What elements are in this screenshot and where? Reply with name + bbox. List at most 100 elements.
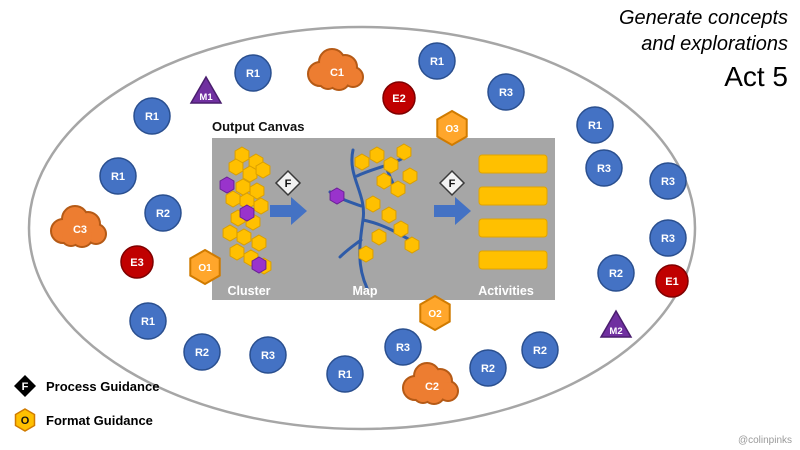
stage-label-cluster: Cluster (227, 284, 271, 298)
cluster-hexagon (225, 190, 241, 208)
flow-arrow-cluster-to-map (270, 197, 307, 225)
cloud-token: C1 (307, 48, 364, 91)
triangle-token: M2 (599, 309, 633, 338)
activity-bar (478, 154, 548, 174)
flow-arrow-map-to-activities (434, 197, 471, 225)
process-guidance-marker: F (274, 169, 302, 197)
cluster-hexagon (228, 158, 244, 176)
cluster-hexagon-purple (219, 176, 235, 194)
activity-bar (478, 186, 548, 206)
cluster-hexagon-purple (239, 204, 255, 222)
token-label: E2 (392, 93, 405, 105)
expert-token: E1 (655, 264, 689, 298)
map-hexagon (354, 153, 370, 171)
legend: F Process Guidance O Format Guidance (12, 372, 159, 440)
token-label: C2 (425, 381, 439, 393)
cluster-hexagon (242, 165, 258, 183)
token-label: R3 (661, 176, 675, 188)
map-hexagon (402, 167, 418, 185)
cluster-hexagon-purple (251, 256, 267, 274)
triangle-token: M1 (189, 75, 223, 104)
legend-format-row: O Format Guidance (12, 406, 159, 434)
token-label: R2 (195, 347, 209, 359)
token-label: R3 (597, 163, 611, 175)
map-hexagon (371, 228, 387, 246)
resource-token: R1 (234, 54, 272, 92)
map-hexagon (396, 143, 412, 161)
cluster-hexagon (222, 224, 238, 242)
token-label: R2 (533, 345, 547, 357)
resource-token: R2 (597, 254, 635, 292)
token-label: O3 (445, 124, 459, 135)
format-guidance-token: O2 (419, 294, 451, 332)
token-label: R3 (499, 87, 513, 99)
watermark: @colinpinks (737, 435, 792, 446)
token-label: C1 (330, 67, 344, 79)
map-hexagon (365, 195, 381, 213)
activity-bar (478, 218, 548, 238)
cluster-hexagon (235, 178, 251, 196)
token-label: R1 (145, 111, 159, 123)
map-hexagon (369, 146, 385, 164)
resource-token: R2 (469, 349, 507, 387)
resource-token: R1 (576, 106, 614, 144)
format-symbol: O (21, 415, 30, 427)
resource-token: R1 (326, 355, 364, 393)
stage-label-map: Map (352, 284, 378, 298)
token-label: E3 (130, 257, 143, 269)
cluster-hexagon (251, 234, 267, 252)
subtitle-line2: and explorations (641, 32, 788, 55)
token-label: R1 (588, 120, 602, 132)
map-hexagon (390, 180, 406, 198)
title-block: Generate concepts and explorations Act 5 (619, 6, 788, 93)
resource-token: R2 (521, 331, 559, 369)
token-label: R1 (246, 68, 260, 80)
token-label: R3 (661, 233, 675, 245)
resource-token: R3 (585, 149, 623, 187)
format-guidance-token: O1 (189, 248, 221, 286)
resource-token: R1 (418, 42, 456, 80)
resource-token: R3 (249, 336, 287, 374)
map-hexagon (383, 156, 399, 174)
resource-token: R3 (649, 219, 687, 257)
token-label: F (285, 178, 292, 190)
token-label: R2 (156, 208, 170, 220)
cloud-token: C2 (402, 362, 459, 405)
token-label: R1 (111, 171, 125, 183)
cloud-token: C3 (50, 205, 107, 248)
token-label: R3 (396, 342, 410, 354)
resource-token: R3 (649, 162, 687, 200)
cluster-hexagon (253, 197, 269, 215)
expert-token: E2 (382, 81, 416, 115)
stage-label-activities: Activities (478, 284, 534, 298)
resource-token: R1 (99, 157, 137, 195)
token-label: R1 (141, 316, 155, 328)
map-hexagon (381, 206, 397, 224)
map-hexagon (358, 245, 374, 263)
subtitle-line1: Generate concepts (619, 7, 788, 29)
token-label: R2 (481, 363, 495, 375)
cluster-hexagon (236, 228, 252, 246)
format-hexagon-icon: O (14, 408, 36, 432)
legend-process-label: Process Guidance (46, 378, 160, 394)
token-label: F (449, 178, 456, 190)
token-label: M2 (609, 326, 622, 337)
resource-token: R2 (144, 194, 182, 232)
legend-format-label: Format Guidance (46, 412, 153, 428)
token-label: C3 (73, 224, 87, 236)
format-guidance-token: O3 (436, 109, 468, 147)
resource-token: R1 (133, 97, 171, 135)
cluster-hexagon (255, 161, 271, 179)
resource-token: R2 (183, 333, 221, 371)
map-hexagon (404, 236, 420, 254)
resource-token: R1 (129, 302, 167, 340)
token-label: R3 (261, 350, 275, 362)
token-label: O1 (198, 263, 212, 274)
map-hexagon-purple (329, 187, 345, 205)
token-label: R1 (430, 56, 444, 68)
resource-token: R3 (487, 73, 525, 111)
map-hexagon (376, 172, 392, 190)
token-label: R2 (609, 268, 623, 280)
